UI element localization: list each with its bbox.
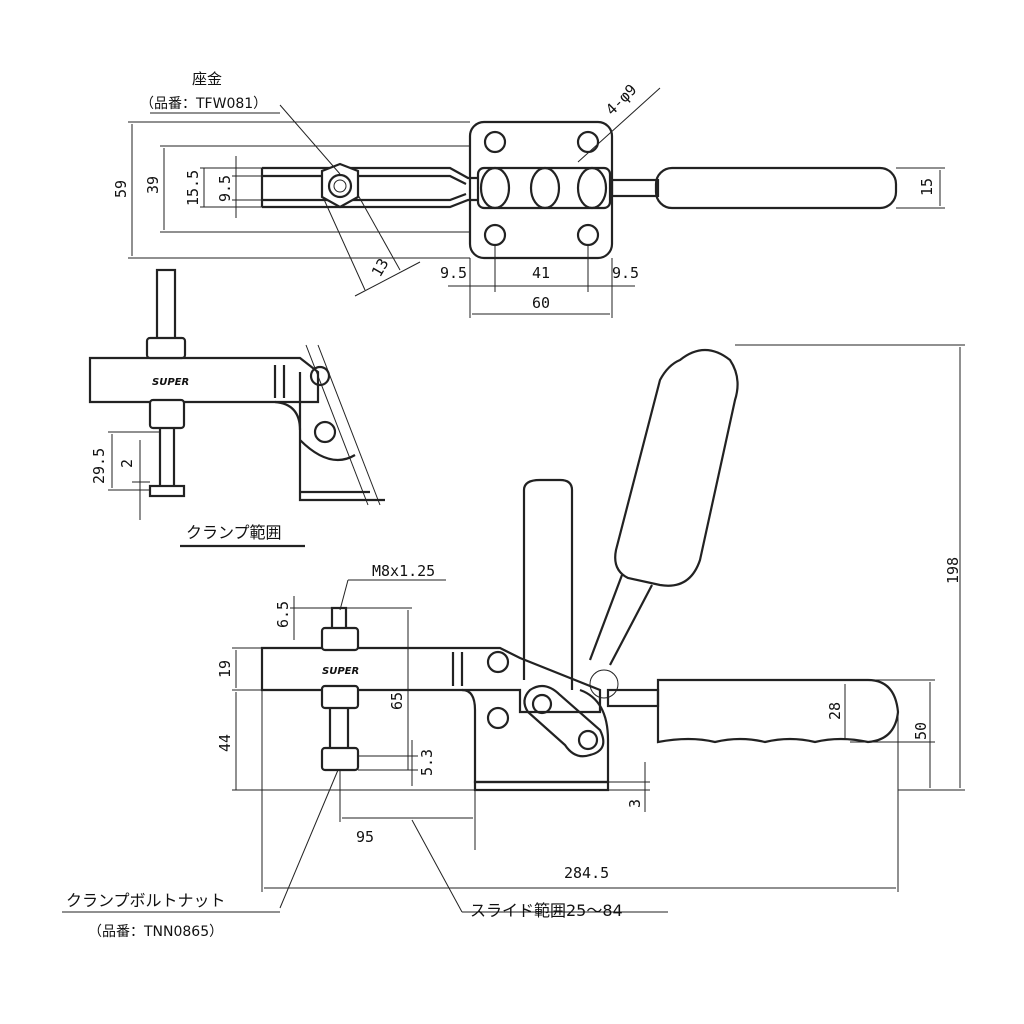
raised-handle-grip [614,348,739,587]
washer-nut [320,162,360,209]
clamp-body [461,688,610,784]
dim-6-5: 6.5 [274,601,292,628]
arm-rail-upper-inner [262,174,467,185]
dim-15: 15 [918,178,936,196]
arm-rail-lower-inner [262,198,478,209]
clamp-nut-top [145,336,187,360]
lever-handle [654,166,898,210]
clamp-nut-bottom [320,684,360,710]
dim-60: 60 [532,294,550,312]
ghost-pin [589,669,619,699]
clamp-base [473,780,610,792]
arm-rail-upper [262,166,478,180]
washer-nut-hole [327,173,353,199]
dim-9-5-right: 9.5 [612,264,639,282]
lever-shaft [610,178,660,198]
dim-29-5: 29.5 [90,448,108,484]
clamp-arm-curve [274,400,302,431]
clamp-arm-body [298,372,385,502]
pivot-hole [486,650,510,674]
hole-spec: 4-φ9 [602,81,640,119]
link-pin [577,729,599,751]
dim-19: 19 [216,660,234,678]
main-arm [260,646,602,714]
pivot-hole [486,706,510,730]
side-view: SUPER M8x1.25 [62,344,965,940]
dim-95: 95 [356,828,374,846]
bolt-spec: M8x1.25 [372,562,435,580]
dim-15-5: 15.5 [184,170,202,206]
pivot-hole [309,365,331,387]
bolt-tip [148,484,186,498]
dim-9-5-left: 9.5 [440,264,467,282]
bolt-nut-label: クランプボルトナット [66,891,226,910]
dim-198: 198 [944,557,962,584]
dim-9-5-vertical: 9.5 [216,175,234,202]
pivot-knuckle [576,166,608,210]
logo-text: SUPER [322,666,359,677]
clamp-nut-top [320,626,360,652]
bolt-nut-part-number: （品番：TNN0865） [88,924,223,940]
logo-text: SUPER [152,377,189,388]
clamp-range-title: クランプ範囲 [186,523,282,542]
arm-rail-lower [262,192,467,202]
dim-5-3: 5.3 [418,749,436,776]
dim-13: 13 [368,255,393,280]
clamp-range-view: SUPER 29.5 2 クランプ範囲 [88,268,385,548]
link-pin [531,693,553,715]
dim-3: 3 [626,799,644,808]
body-curve [299,439,356,462]
open-arm [522,478,574,690]
dim-39: 39 [144,176,162,194]
pivot-hole [313,420,337,444]
clamp-nut-bottom [148,398,186,430]
clamp-arm [88,356,320,404]
slide-range: スライド範囲25～84 [470,901,623,920]
pivot-knuckle [479,166,511,210]
top-view: 座金 （品番：TFW081） 4-φ9 59 39 15.5 9.5 13 9.… [112,70,945,318]
dim-41: 41 [532,264,550,282]
break-line [305,344,369,506]
dim-59: 59 [112,180,130,198]
mount-hole [483,223,507,247]
clamp-bolt-top [330,606,348,632]
dim-2: 2 [118,459,136,468]
pivot-knuckle [529,166,561,210]
washer-label: 座金 [192,70,222,88]
break-line [317,344,381,506]
link-bar [523,684,605,758]
raised-handle-shaft [588,574,653,666]
dim-50: 50 [912,722,930,740]
mount-hole [576,223,600,247]
clamp-bolt-top [155,268,177,342]
lever-handle [656,678,900,744]
dim-284-5: 284.5 [564,864,609,882]
dim-65: 65 [388,692,406,710]
pivot-hub [476,166,612,210]
washer-nut-hole-inner [333,179,347,193]
mount-hole [576,130,600,154]
dim-44: 44 [216,734,234,752]
dim-28: 28 [826,702,844,720]
washer-part-number: （品番：TFW081） [140,96,267,112]
mount-hole [483,130,507,154]
bolt-tip-nut [320,746,360,772]
